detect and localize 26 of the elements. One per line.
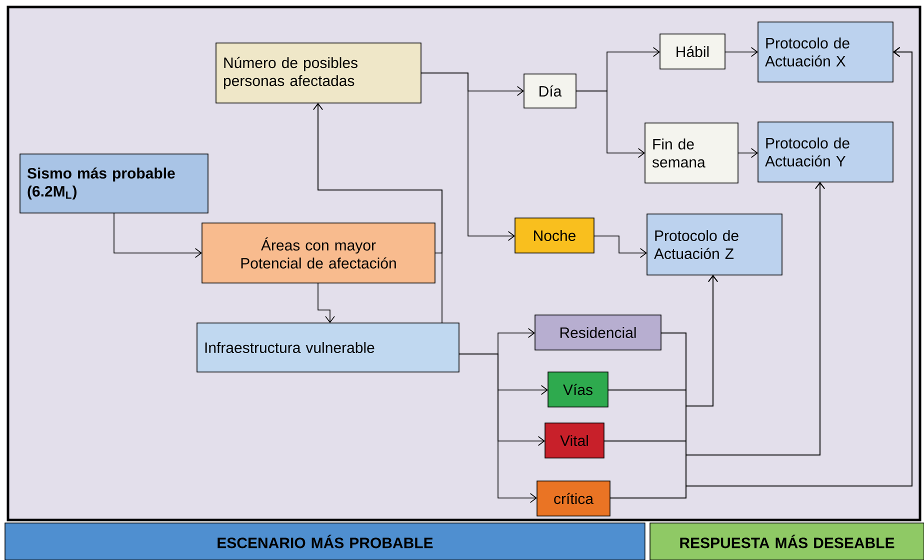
arrow	[738, 148, 758, 158]
process-box: Sismo más probable (6.2M$_{L}$)	[20, 154, 208, 214]
category-box: crítica	[536, 480, 610, 516]
process-box: Áreas con mayor Potencial de afectación	[202, 222, 436, 284]
arrow	[313, 103, 442, 324]
arrow	[458, 354, 537, 503]
category-box: Residencial	[534, 314, 662, 350]
protocol-box: Protocolo de Actuación Z	[646, 214, 782, 276]
arrow	[724, 47, 758, 57]
protocol-box: Protocolo de Actuación Y	[758, 122, 894, 182]
protocol-box: Protocolo de Actuación X	[758, 22, 894, 82]
arrow	[594, 236, 647, 258]
arrow	[318, 282, 335, 323]
section-band: ESCENARIO MÁS PROBABLE	[4, 522, 646, 560]
category-box: Vías	[548, 372, 608, 408]
process-box: Hábil	[660, 34, 726, 70]
process-box: Día	[524, 74, 576, 108]
process-box: Número de posibles personas afectadas	[216, 42, 422, 104]
arrow	[576, 90, 645, 158]
process-box: Fin de semana	[644, 122, 738, 184]
category-box: Vital	[544, 422, 604, 458]
process-box: Infraestructura vulnerable	[196, 322, 460, 372]
arrow	[420, 72, 515, 241]
section-band: RESPUESTA MÁS DESEABLE	[650, 522, 924, 560]
process-box: Noche	[514, 218, 594, 254]
arrow	[114, 212, 202, 258]
